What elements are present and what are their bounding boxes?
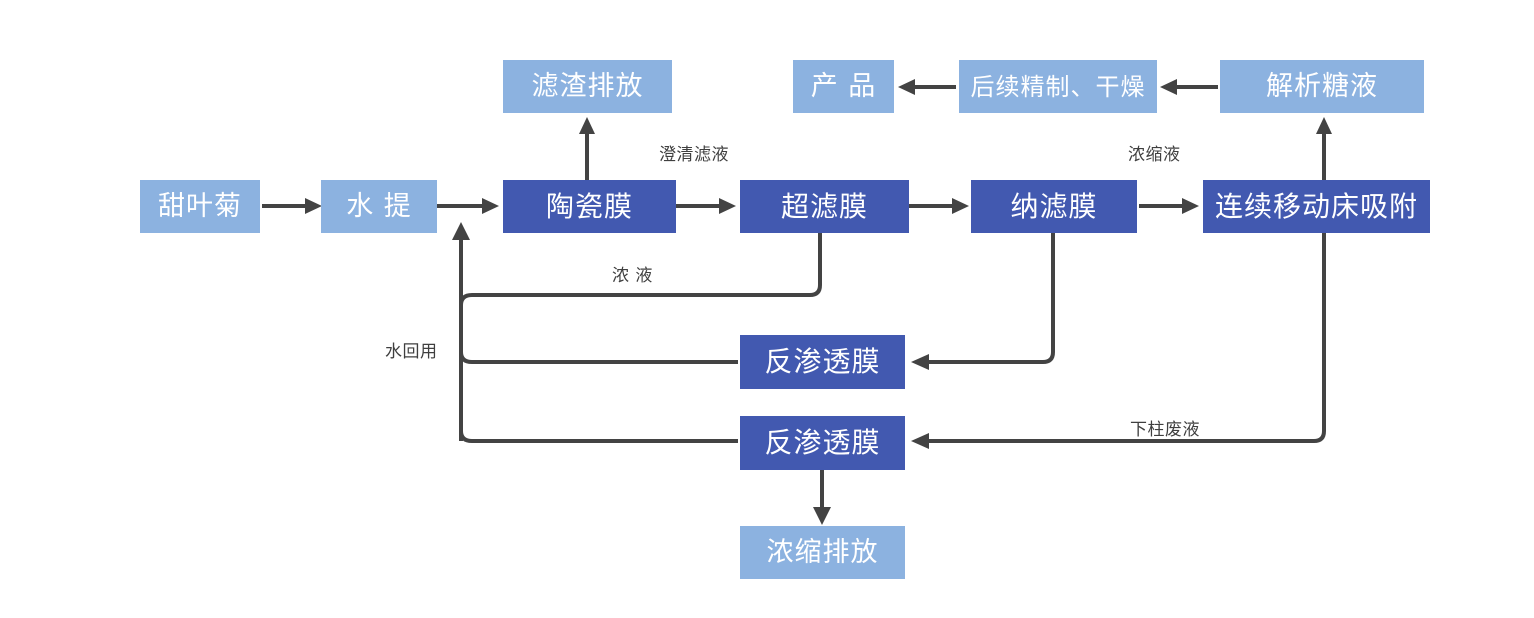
arrowhead-nanofiltration-to-adsorption — [1182, 198, 1199, 214]
node-product[interactable]: 产 品 — [793, 60, 894, 113]
node-refining-drying-label: 后续精制、干燥 — [970, 72, 1146, 101]
arrowhead-desorbed-sugar-to-refining — [1160, 79, 1177, 95]
arrowhead-refining-to-product — [898, 79, 915, 95]
node-continuous-moving-bed-adsorption[interactable]: 连续移动床吸附 — [1203, 180, 1430, 233]
arrowhead-ceramic-to-residue — [579, 117, 595, 134]
edge-ro1-water-reuse — [459, 351, 738, 364]
node-filter-residue-discharge[interactable]: 滤渣排放 — [503, 60, 672, 113]
node-reverse-osmosis-2[interactable]: 反渗透膜 — [740, 416, 905, 470]
node-refining-drying[interactable]: 后续精制、干燥 — [959, 60, 1157, 113]
node-desorbed-sugar-solution[interactable]: 解析糖液 — [1220, 60, 1424, 113]
arrowhead-ro2-to-concentrate-discharge — [813, 507, 831, 525]
node-ultrafiltration-label: 超滤膜 — [780, 189, 868, 223]
edge-label-clarified-filtrate: 澄清滤液 — [659, 147, 729, 164]
arrowhead-stevia-to-water-extraction — [305, 198, 322, 214]
node-nanofiltration-label: 纳滤膜 — [1010, 189, 1098, 223]
node-filter-residue-discharge-label: 滤渣排放 — [531, 71, 644, 102]
edge-label-water-reuse: 水回用 — [385, 344, 438, 361]
node-continuous-moving-bed-adsorption-label: 连续移动床吸附 — [1214, 189, 1418, 223]
arrowhead-water-reuse-riser — [452, 222, 470, 240]
edge-label-concentrated-liquid-text: 浓缩液 — [1128, 145, 1181, 165]
edge-label-concentrated-liquid: 浓缩液 — [1128, 147, 1181, 164]
edge-label-column-waste-liquid-text: 下柱废液 — [1130, 420, 1200, 440]
arrowhead-water-extraction-to-ceramic — [482, 198, 499, 214]
edge-label-concentrate: 浓 液 — [612, 268, 653, 285]
node-stevia[interactable]: 甜叶菊 — [140, 180, 260, 233]
node-ceramic-membrane-label: 陶瓷膜 — [545, 189, 633, 223]
edge-label-water-reuse-text: 水回用 — [385, 342, 438, 362]
node-ceramic-membrane[interactable]: 陶瓷膜 — [503, 180, 676, 233]
arrowhead-ultrafiltration-to-nanofiltration — [952, 198, 969, 214]
arrowhead-nanofiltration-to-ro1 — [911, 354, 929, 370]
node-reverse-osmosis-1-label: 反渗透膜 — [764, 345, 881, 378]
node-reverse-osmosis-2-label: 反渗透膜 — [764, 426, 881, 459]
node-water-extraction[interactable]: 水 提 — [321, 180, 437, 233]
node-concentrate-discharge-label: 浓缩排放 — [766, 537, 879, 568]
arrowhead-ceramic-to-ultrafiltration — [719, 198, 736, 214]
edge-nanofiltration-to-ro1 — [928, 232, 1055, 364]
edge-label-concentrate-text: 浓 液 — [612, 266, 653, 286]
edge-ro2-water-reuse — [459, 430, 738, 443]
arrowhead-adsorption-to-ro2 — [911, 433, 929, 449]
edge-adsorption-to-ro2 — [928, 232, 1326, 443]
edge-label-clarified-filtrate-text: 澄清滤液 — [659, 145, 729, 165]
node-reverse-osmosis-1[interactable]: 反渗透膜 — [740, 335, 905, 389]
node-water-extraction-label: 水 提 — [346, 191, 412, 222]
node-product-label: 产 品 — [810, 71, 877, 102]
node-ultrafiltration[interactable]: 超滤膜 — [740, 180, 909, 233]
node-stevia-label: 甜叶菊 — [158, 191, 242, 222]
node-desorbed-sugar-solution-label: 解析糖液 — [1266, 71, 1378, 102]
edge-label-column-waste-liquid: 下柱废液 — [1130, 422, 1200, 439]
arrowhead-adsorption-to-desorbed-sugar — [1316, 117, 1332, 134]
node-concentrate-discharge[interactable]: 浓缩排放 — [740, 526, 905, 579]
node-nanofiltration[interactable]: 纳滤膜 — [971, 180, 1137, 233]
